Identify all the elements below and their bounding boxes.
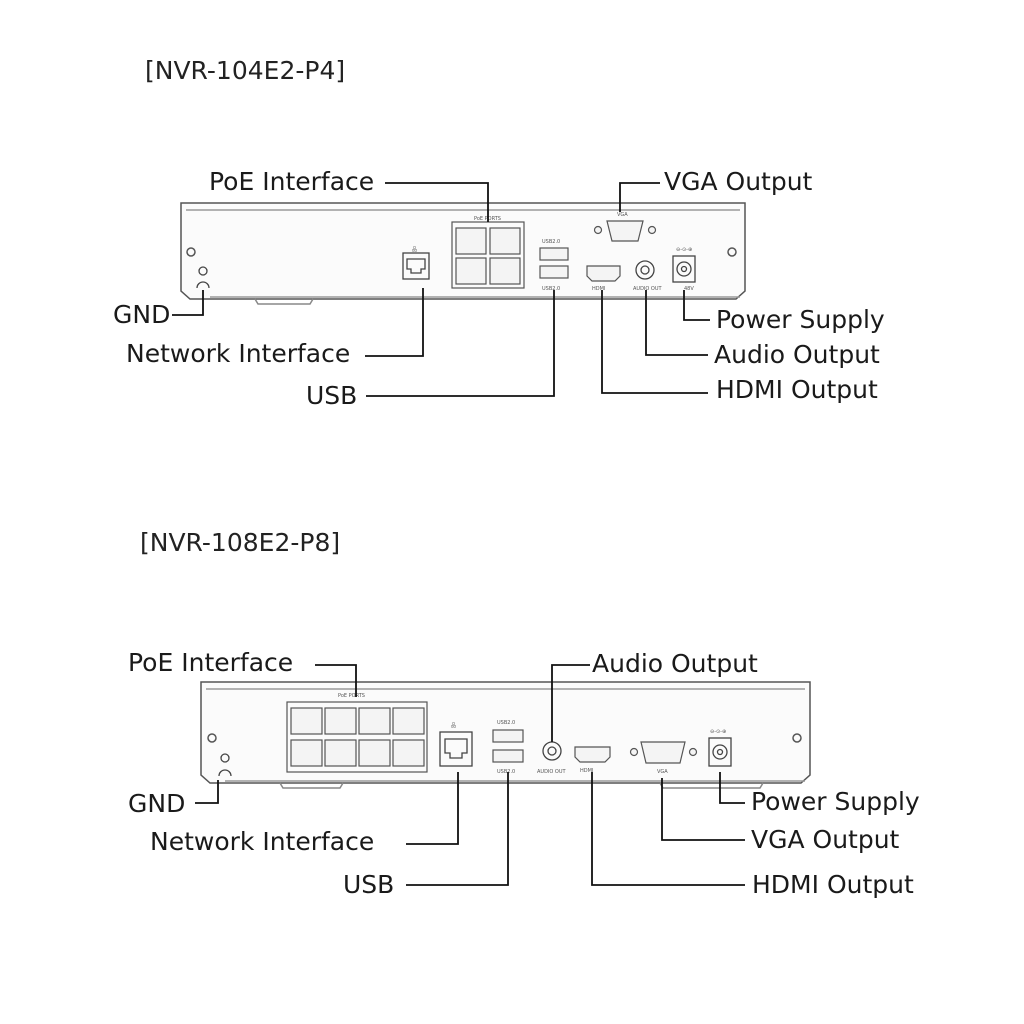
usb-ports-icon-2: USB2.0 USB2.0 — [492, 720, 524, 775]
gnd-terminal-icon-2 — [218, 753, 232, 777]
dc-power-port-icon-2: ⊖-⊙-⊕ — [708, 729, 732, 767]
label-usb-1: USB — [306, 381, 358, 410]
usb-ports-icon: USB2.0 USB2.0 — [539, 239, 569, 292]
hdmi-mark: HDMI — [592, 286, 605, 292]
gnd-terminal-icon — [196, 266, 210, 289]
usb-bottom-mark-2: USB2.0 — [497, 769, 515, 775]
label-network-interface-1: Network Interface — [126, 339, 351, 368]
model-title-nvr-108e2-p8: [NVR-108E2-P8] — [140, 528, 341, 557]
svg-text:⊖-⊙-⊕: ⊖-⊙-⊕ — [676, 247, 692, 253]
dc-power-port-icon: ⊖-⊙-⊕ 48V — [672, 247, 696, 292]
poe-ports-icon-2: PoE PORTS — [286, 693, 428, 773]
vga-mark: VGA — [617, 212, 628, 218]
label-audio-output-1: Audio Output — [714, 340, 880, 369]
vga-port-icon: VGA — [593, 212, 657, 242]
usb-top-mark: USB2.0 — [542, 239, 560, 245]
leader-lines-1 — [172, 182, 710, 397]
svg-text:⊖-⊙-⊕: ⊖-⊙-⊕ — [710, 729, 726, 735]
label-hdmi-output-2: HDMI Output — [752, 870, 914, 899]
hdmi-port-icon-2: HDMI — [574, 746, 611, 774]
poe-ports-mark-2: PoE PORTS — [338, 693, 365, 699]
model-title-nvr-104e2-p4: [NVR-104E2-P4] — [145, 56, 346, 85]
audio-out-mark: AUDIO OUT — [633, 286, 663, 292]
usb-bottom-mark: USB2.0 — [542, 286, 560, 292]
label-vga-output-2: VGA Output — [751, 825, 900, 854]
label-gnd-1: GND — [113, 300, 171, 329]
network-port-icon-2: 品 — [439, 723, 473, 767]
svg-text:品: 品 — [451, 723, 456, 729]
vga-mark-2: VGA — [657, 769, 668, 775]
svg-text:品: 品 — [412, 247, 417, 253]
vga-port-icon-2: VGA — [629, 741, 698, 775]
label-power-supply-1: Power Supply — [716, 305, 885, 334]
label-hdmi-output-1: HDMI Output — [716, 375, 878, 404]
label-vga-output-1: VGA Output — [664, 167, 813, 196]
label-network-interface-2: Network Interface — [150, 827, 375, 856]
audio-out-mark-2: AUDIO OUT — [537, 769, 567, 775]
leader-lines-2 — [195, 664, 745, 886]
network-port-icon: 品 — [402, 247, 430, 280]
label-poe-interface-2: PoE Interface — [128, 648, 294, 677]
hdmi-mark-2: HDMI — [580, 768, 593, 774]
label-poe-interface-1: PoE Interface — [209, 167, 375, 196]
dc-mark: 48V — [684, 286, 694, 292]
label-gnd-2: GND — [128, 789, 186, 818]
label-audio-output-2: Audio Output — [592, 649, 758, 678]
audio-port-icon: AUDIO OUT — [633, 260, 663, 292]
label-power-supply-2: Power Supply — [751, 787, 920, 816]
usb-top-mark-2: USB2.0 — [497, 720, 515, 726]
hdmi-port-icon: HDMI — [586, 265, 621, 292]
label-usb-2: USB — [343, 870, 395, 899]
poe-ports-icon: PoE PORTS — [451, 216, 525, 289]
